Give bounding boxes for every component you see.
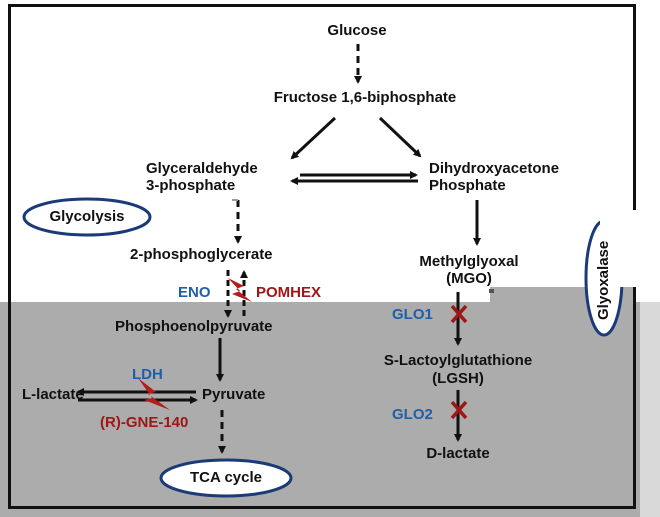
l-lactate-label: L-lactate [22, 386, 84, 403]
dhap-label-line1: Dihydroxyacetone [429, 160, 560, 177]
stray-mark-2 [232, 199, 238, 201]
glo1-x-mark-b [450, 304, 468, 324]
lgsh-label-line1: S-Lactoylglutathione [383, 352, 533, 369]
stray-mark [489, 289, 494, 293]
lgsh-label-line2: (LGSH) [432, 370, 484, 387]
arrow-f16bp-dhap [378, 116, 422, 158]
pomhex-inhibition-bolt [228, 278, 252, 302]
eno-enzyme-label: ENO [178, 284, 211, 301]
pep-label: Phosphoenolpyruvate [115, 318, 273, 335]
pg2-label: 2-phosphoglycerate [130, 246, 273, 263]
mgo-label-line2: (MGO) [446, 270, 492, 287]
glucose-label: Glucose [327, 22, 387, 39]
grey-overlay-right [640, 302, 660, 517]
dhap-label-line2: Phosphate [429, 177, 506, 194]
gne140-inhibition-bolt [138, 378, 170, 410]
g3p-label-line2: 3-phosphate [146, 177, 236, 194]
gne140-inhibitor-label: (R)-GNE-140 [100, 414, 189, 431]
glyoxalase-label: Glyoxalase [595, 240, 612, 320]
glycolysis-label: Glycolysis [49, 208, 125, 225]
f16bp-label: Fructose 1,6-biphosphate [273, 89, 457, 106]
glyoxalase-mask [600, 210, 640, 287]
ldh-enzyme-label: LDH [132, 366, 163, 383]
arrow-f16bp-g3p [290, 116, 337, 160]
d-lactate-label: D-lactate [426, 445, 490, 462]
glycolysis-ellipse [22, 197, 152, 237]
tca-cycle-label: TCA cycle [190, 469, 262, 486]
glo2-enzyme-label: GLO2 [392, 406, 433, 423]
pomhex-inhibitor-label: POMHEX [256, 284, 322, 301]
glo1-enzyme-label: GLO1 [392, 306, 433, 323]
glo2-x-mark-b [450, 400, 468, 420]
g3p-label-line1: Glyceraldehyde [146, 160, 258, 177]
tca-ellipse [159, 458, 293, 498]
mgo-label-line1: Methylglyoxal [419, 253, 519, 270]
grey-overlay-lower [0, 302, 640, 517]
pyruvate-label: Pyruvate [202, 386, 266, 403]
